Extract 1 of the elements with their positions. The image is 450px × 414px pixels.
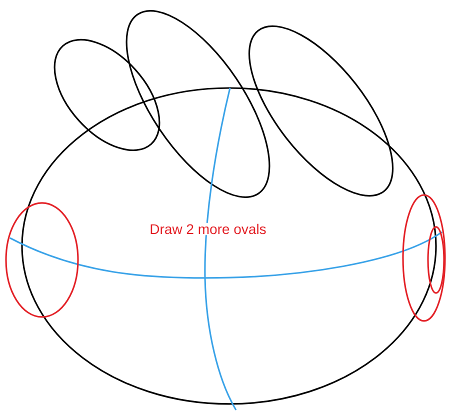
instruction-text: Draw 2 more ovals — [148, 222, 268, 236]
